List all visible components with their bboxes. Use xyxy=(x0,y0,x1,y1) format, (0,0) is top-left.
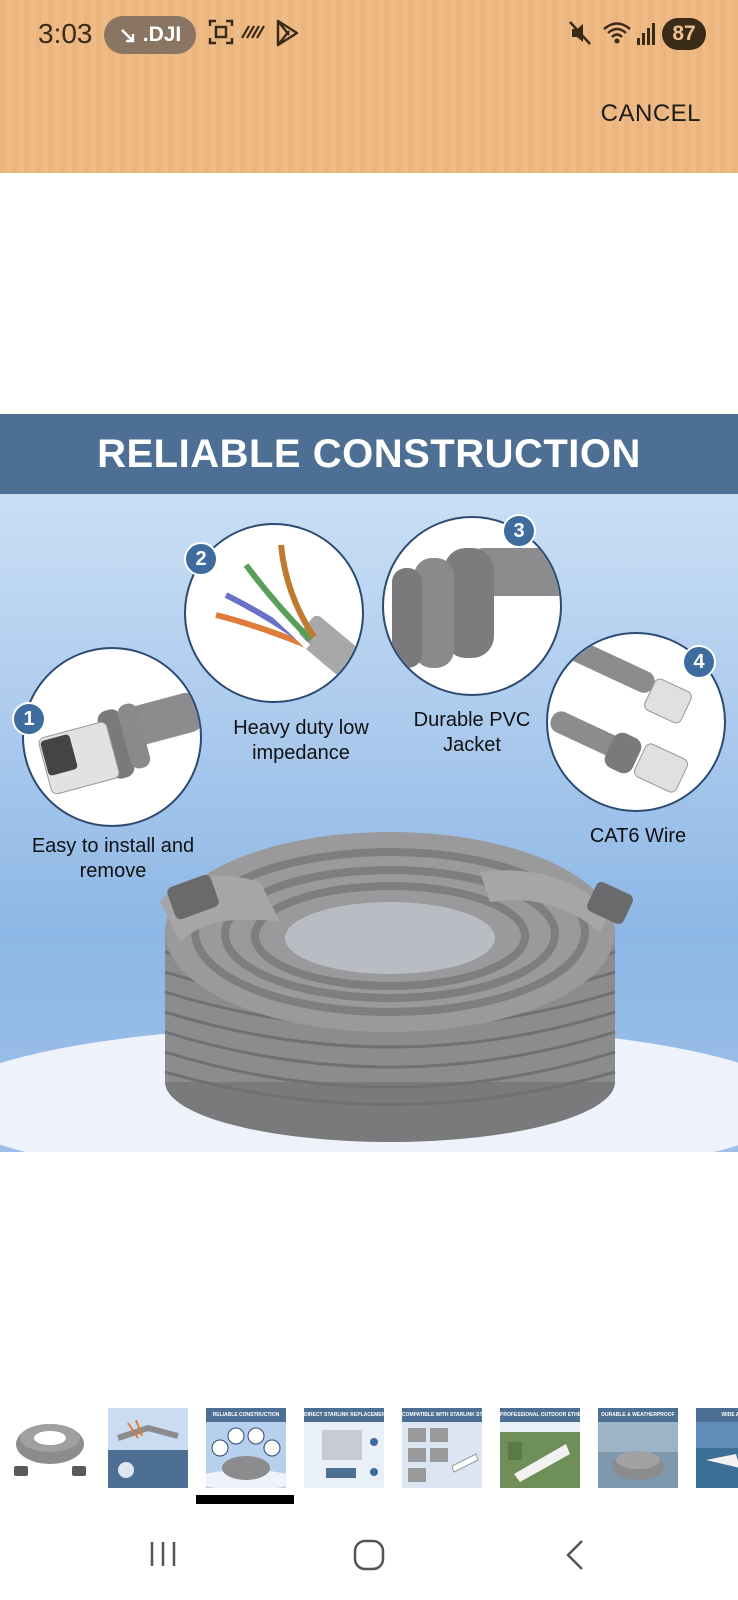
header-area: 3:03 .DJI 87 CANCEL xyxy=(0,0,738,173)
mute-icon xyxy=(569,21,591,45)
pvc-jacket-illustration xyxy=(392,548,560,668)
feature-caption-1: Easy to install and remove xyxy=(20,834,206,884)
thumbnail-5[interactable]: COMPATIBLE WITH STARLINK STANDARD GEN3 xyxy=(402,1408,482,1488)
caption-line: Easy to install and xyxy=(31,835,195,857)
twisted-pair-wires-illustration xyxy=(215,544,362,689)
caption-line: CAT6 Wire xyxy=(589,825,687,847)
caption-line: Heavy duty low xyxy=(233,717,369,739)
thumbnail-4[interactable]: DIRECT STARLINK REPLACEMENT CABLE xyxy=(304,1408,384,1488)
missed-call-icon xyxy=(120,29,134,43)
thumbnail-2[interactable] xyxy=(108,1408,188,1488)
feature-caption-2: Heavy duty low impedance xyxy=(206,716,396,766)
battery-indicator: 87 xyxy=(662,18,706,50)
caption-line: Durable PVC xyxy=(413,709,531,731)
back-icon[interactable] xyxy=(560,1537,590,1573)
thumbnail-image xyxy=(402,1408,482,1488)
caption-line: remove xyxy=(79,860,147,882)
feature-circle-jacket xyxy=(382,516,562,696)
scribble-icon xyxy=(241,25,265,39)
caption-line: impedance xyxy=(252,742,350,764)
thumbnail-1[interactable] xyxy=(10,1408,90,1488)
selected-thumbnail-indicator xyxy=(196,1495,294,1504)
signal-icon xyxy=(637,23,655,45)
thumbnail-title: COMPATIBLE WITH STARLINK STANDARD GEN3 xyxy=(402,1408,482,1422)
thumbnail-title: DIRECT STARLINK REPLACEMENT CABLE xyxy=(304,1408,384,1422)
thumbnail-title: RELIABLE CONSTRUCTION xyxy=(206,1408,286,1422)
thumbnail-image xyxy=(10,1408,90,1488)
feature-circle-connector xyxy=(22,647,202,827)
caption-line: Jacket xyxy=(443,734,501,756)
home-icon[interactable] xyxy=(351,1537,387,1573)
thumbnail-7[interactable]: DURABLE & WEATHERPROOF xyxy=(598,1408,678,1488)
thumbnail-title: DURABLE & WEATHERPROOF xyxy=(598,1408,678,1422)
thumbnail-title: WIDE APPLI xyxy=(696,1408,738,1422)
pill-label: .DJI xyxy=(142,23,182,46)
rj45-connector-illustration xyxy=(38,692,200,795)
thumbnail-image xyxy=(108,1408,188,1488)
feature-badge-2: 2 xyxy=(184,542,218,576)
feature-caption-4: CAT6 Wire xyxy=(570,824,706,849)
screenshot-icon xyxy=(208,19,234,45)
wifi-icon xyxy=(603,22,631,44)
thumbnail-title: PROFESSIONAL OUTDOOR ETHERNET CABLE xyxy=(500,1408,580,1422)
feature-caption-3: Durable PVC Jacket xyxy=(378,708,566,758)
cat6-connectors-illustration xyxy=(550,637,692,793)
recents-icon[interactable] xyxy=(146,1537,180,1571)
product-main-image[interactable]: RELIABLE CONSTRUCTION 1 Easy to install … xyxy=(0,414,738,1152)
thumbnail-strip[interactable]: RELIABLE CONSTRUCTION DIRECT STARLINK RE… xyxy=(0,1402,738,1502)
download-notification-pill[interactable]: .DJI xyxy=(104,16,196,54)
system-nav-bar xyxy=(0,1515,738,1600)
play-store-icon xyxy=(276,19,299,47)
cable-coil-illustration xyxy=(160,832,633,1142)
feature-badge-1: 1 xyxy=(12,702,46,736)
thumbnail-8[interactable]: WIDE APPLI xyxy=(696,1408,738,1488)
cancel-button[interactable]: CANCEL xyxy=(600,100,701,127)
image-title: RELIABLE CONSTRUCTION xyxy=(97,431,641,476)
feature-badge-3: 3 xyxy=(502,514,536,548)
status-time: 3:03 xyxy=(38,18,93,49)
thumbnail-3[interactable]: RELIABLE CONSTRUCTION xyxy=(206,1408,286,1488)
feature-badge-4: 4 xyxy=(682,645,716,679)
image-title-bar: RELIABLE CONSTRUCTION xyxy=(0,414,738,494)
thumbnail-6[interactable]: PROFESSIONAL OUTDOOR ETHERNET CABLE xyxy=(500,1408,580,1488)
